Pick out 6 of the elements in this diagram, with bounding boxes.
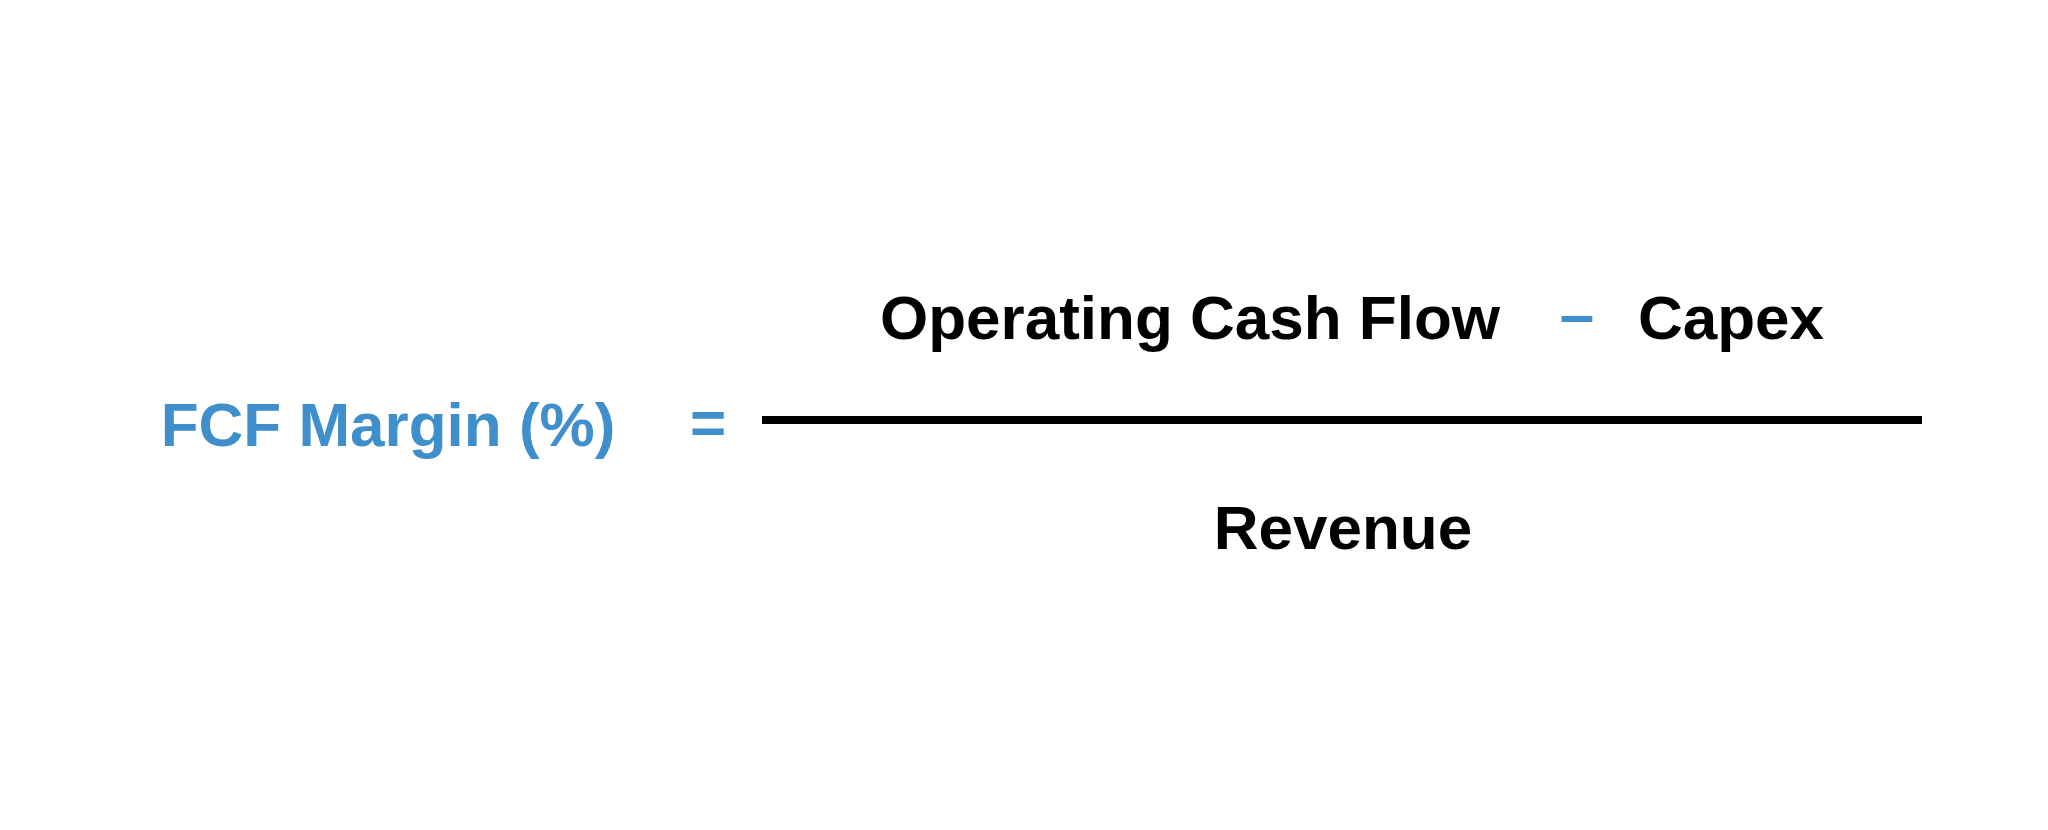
formula-term: FCF Margin (%): [160, 389, 616, 461]
equals-sign: =: [689, 387, 727, 459]
formula-term: Operating Cash Flow: [879, 282, 1501, 354]
formula-term: Capex: [1637, 282, 1825, 354]
minus-sign: –: [1559, 278, 1595, 350]
formula-term: Revenue: [1213, 492, 1473, 564]
